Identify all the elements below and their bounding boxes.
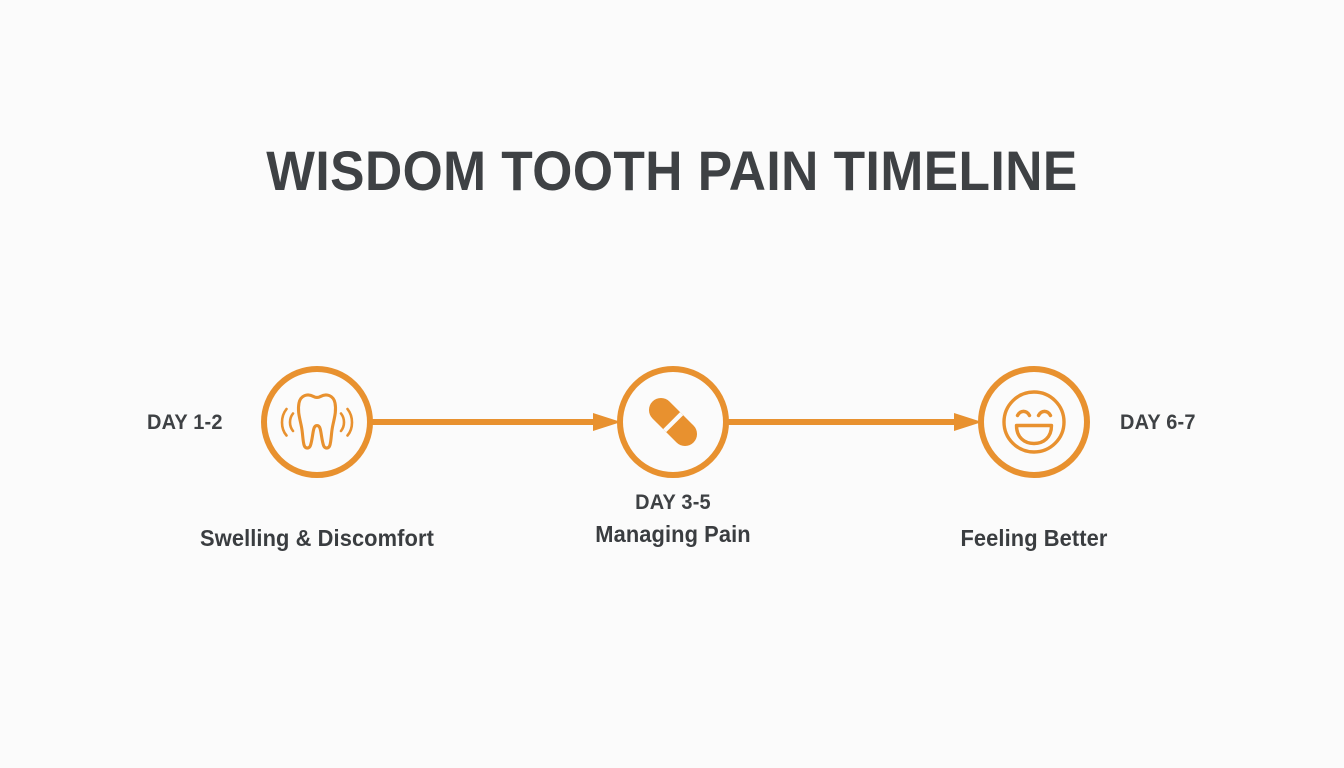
timeline-node-step-3[interactable]: [978, 366, 1090, 478]
day-label-step-3: DAY 6-7: [1120, 411, 1196, 434]
caption-text-step-2: Managing Pain: [595, 521, 751, 547]
pill-capsule-icon: [640, 389, 706, 455]
timeline-connector-2: [728, 413, 982, 431]
smiley-face-icon: [1000, 388, 1068, 456]
day-label-step-2: DAY 3-5: [635, 491, 711, 514]
timeline-connector-1: [371, 413, 621, 431]
page-title: WISDOM TOOTH PAIN TIMELINE: [266, 139, 1078, 202]
caption-step-1: Swelling & Discomfort: [127, 527, 507, 550]
timeline-node-step-1[interactable]: [261, 366, 373, 478]
caption-step-2: DAY 3-5 Managing Pain: [483, 492, 863, 546]
caption-step-3: Feeling Better: [844, 527, 1224, 550]
caption-text-step-1: Swelling & Discomfort: [200, 525, 434, 551]
day-label-step-1: DAY 1-2: [146, 411, 223, 434]
tooth-pain-icon: [280, 388, 354, 456]
timeline-node-step-2[interactable]: [617, 366, 729, 478]
caption-text-step-3: Feeling Better: [960, 525, 1108, 551]
